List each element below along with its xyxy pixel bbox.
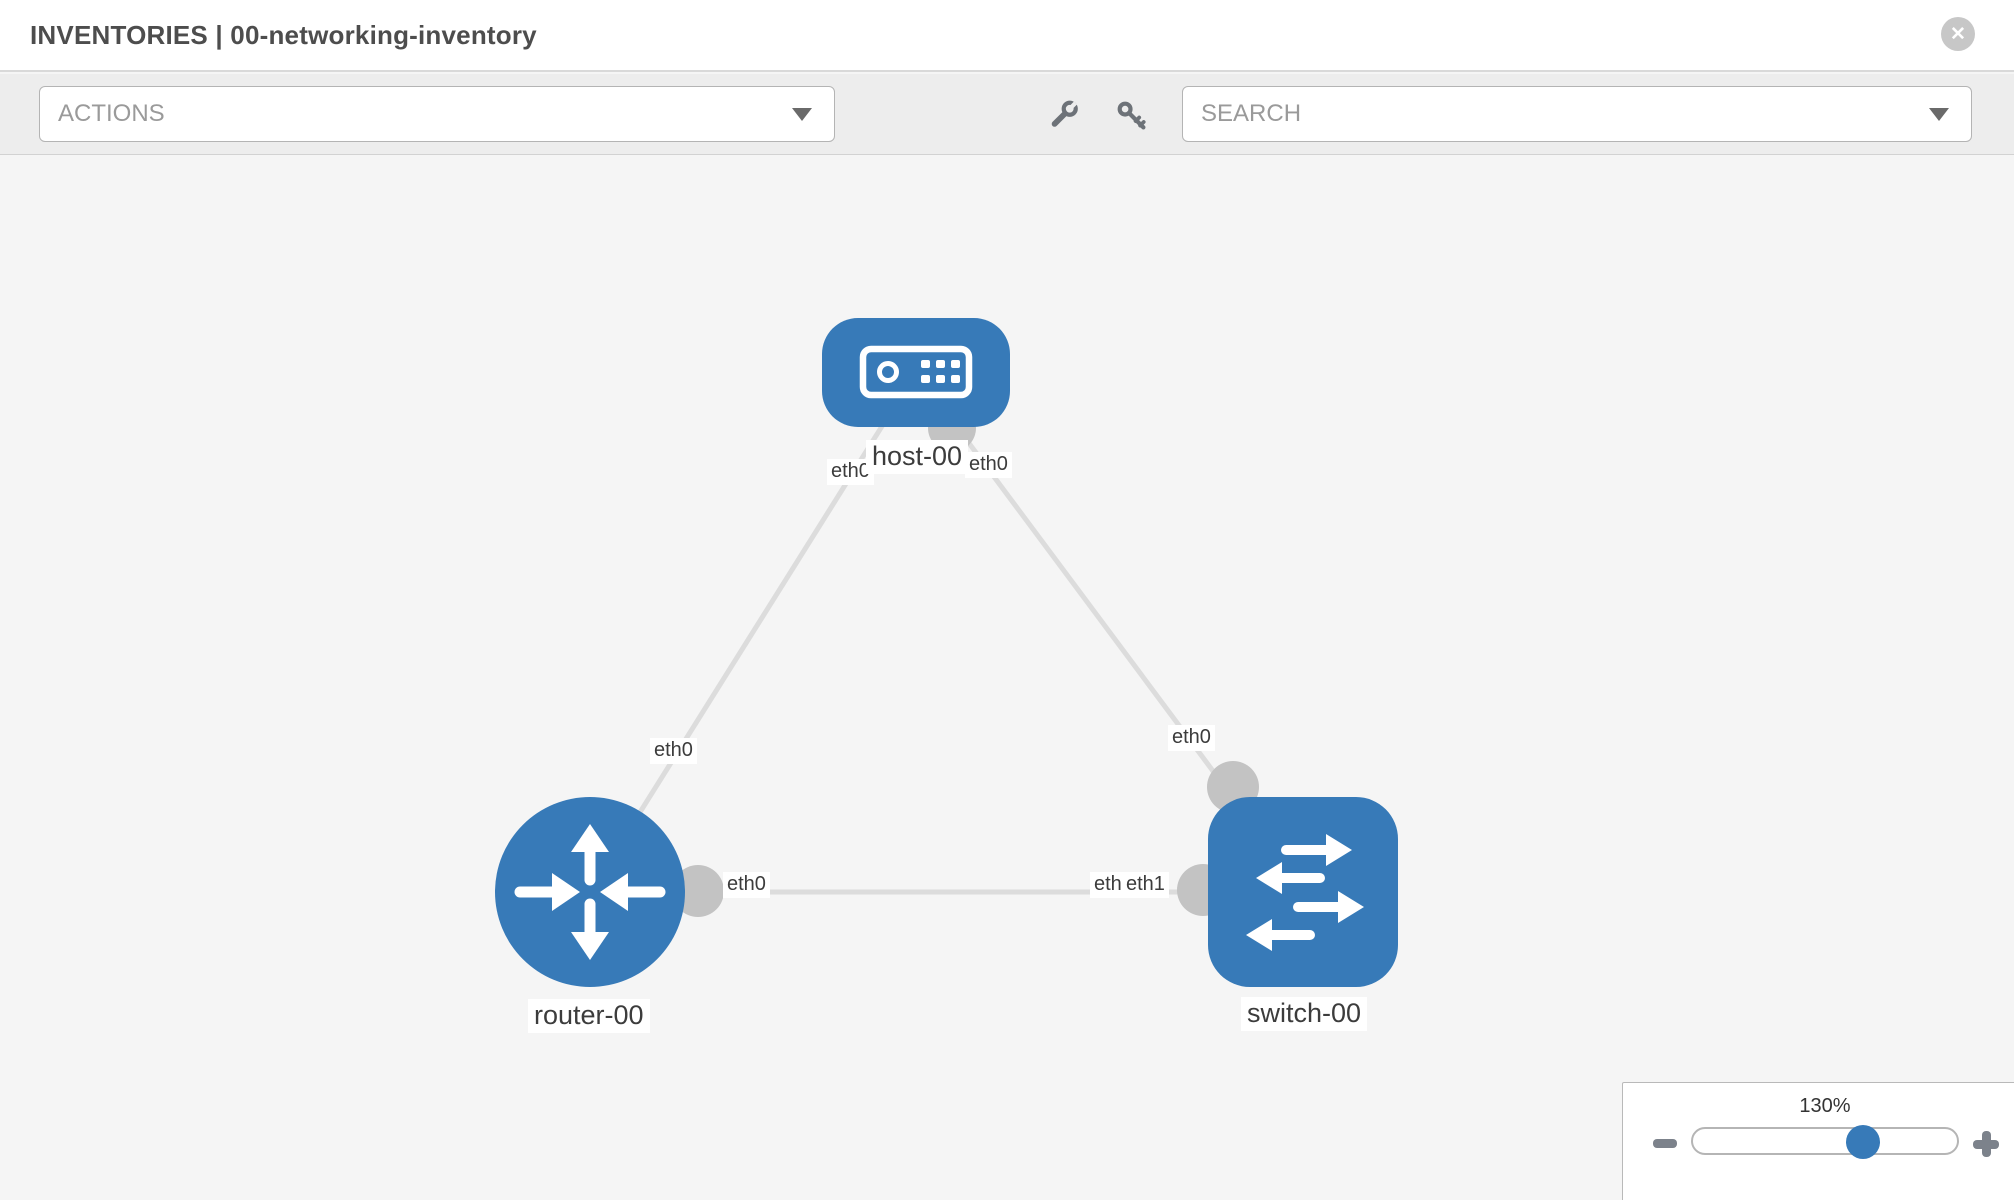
zoom-out-icon[interactable] <box>1653 1139 1677 1148</box>
interface-label-switch-eth1-side: eth1 <box>1122 872 1169 898</box>
topology-canvas[interactable]: host-00 router-00 switch-00 eth0 eth0 et… <box>0 156 2014 1200</box>
node-label-host-00: host-00 <box>866 440 969 474</box>
chevron-down-icon <box>1929 107 1949 121</box>
node-router-00[interactable] <box>495 797 685 987</box>
interface-label-router-eth0-side: eth0 <box>723 872 770 898</box>
zoom-level-value: 130% <box>1799 1095 1851 1117</box>
node-label-switch-00: switch-00 <box>1241 997 1368 1031</box>
zoom-panel: 130% <box>1622 1082 2014 1200</box>
node-host-00[interactable] <box>822 318 1010 427</box>
interface-label-router-eth0-top: eth0 <box>650 738 697 764</box>
interface-label-switch-eth0-top: eth0 <box>1168 725 1215 751</box>
modal-header: INVENTORIES | 00-networking-inventory ✕ <box>0 0 2014 72</box>
zoom-in-icon[interactable] <box>1973 1131 1999 1157</box>
chevron-down-icon <box>792 107 812 121</box>
search-input[interactable]: SEARCH <box>1182 86 1972 142</box>
router-arrows-icon <box>514 824 666 960</box>
zoom-slider[interactable] <box>1691 1127 1959 1155</box>
wrench-icon[interactable] <box>1046 98 1082 134</box>
search-placeholder: SEARCH <box>1201 100 1302 127</box>
key-icon[interactable] <box>1114 98 1150 134</box>
node-switch-00[interactable] <box>1208 797 1398 987</box>
switch-arrows-icon <box>1246 834 1364 951</box>
actions-dropdown[interactable]: ACTIONS <box>39 86 835 142</box>
close-icon[interactable]: ✕ <box>1941 17 1975 51</box>
toolbar: ACTIONS SEARCH <box>0 74 2014 155</box>
port-router-eth0 <box>672 865 724 917</box>
edge-host-router[interactable] <box>587 370 919 894</box>
page-title: INVENTORIES | 00-networking-inventory <box>30 19 537 50</box>
zoom-slider-thumb[interactable] <box>1846 1125 1880 1159</box>
interface-label-host-eth0-right: eth0 <box>965 452 1012 478</box>
node-label-router-00: router-00 <box>528 999 650 1033</box>
host-device-icon <box>859 345 973 399</box>
actions-dropdown-label: ACTIONS <box>58 100 165 127</box>
